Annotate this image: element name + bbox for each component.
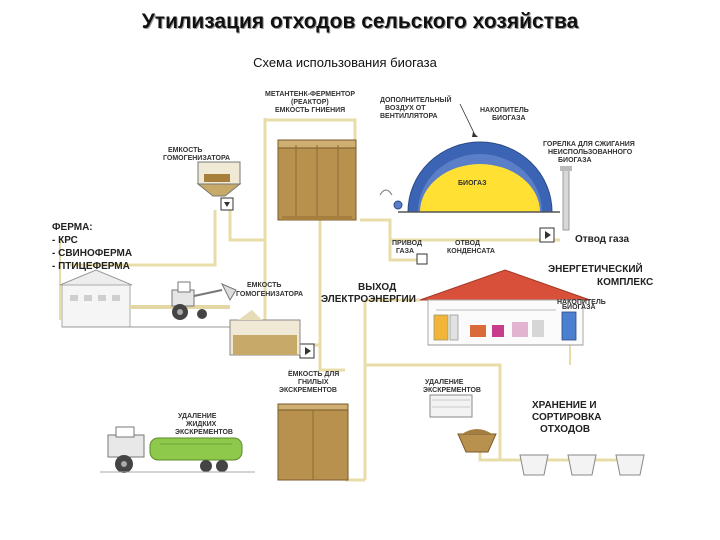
metatank-reactor (277, 139, 357, 221)
liquid-removal-label-2: ЖИДКИХ (185, 421, 217, 428)
excrement-removal-label-2: ЭКСКРЕМЕНТОВ (423, 387, 481, 394)
extra-air-label-2: ВОЗДУХ ОТ (385, 105, 426, 112)
homogenizer-mid-label-1: ЕМКОСТЬ (247, 282, 281, 289)
extra-air-label-3: ВЕНТИЛЛЯТОРА (380, 113, 438, 120)
condensate-label-1: ОТВОД (455, 240, 480, 247)
storage-sorting-label-3: ОТХОДОВ (540, 424, 590, 435)
farm-label-4: - ПТИЦЕФЕРМА (52, 261, 130, 272)
storage-sorting-label-2: СОРТИРОВКА (532, 412, 601, 423)
energy-complex-building (419, 269, 591, 346)
metatank-label-2: (РЕАКТОР) (291, 99, 329, 106)
tractor-loader (171, 281, 237, 320)
biogas-label: БИОГАЗ (458, 180, 487, 187)
rotten-tank-label-3: ЭКСКРЕМЕНТОВ (279, 387, 337, 394)
rotten-excrement-tank (277, 403, 349, 481)
burner-label-2: НЕИСПОЛЬЗОВАННОГО (548, 149, 633, 156)
rotten-tank-label-2: ГНИЛЫХ (298, 379, 329, 386)
metatank-label-3: ЕМКОСТЬ ГНИЕНИЯ (275, 107, 345, 114)
tanker-truck (100, 426, 255, 473)
metatank-label-1: МЕТАНТЕНК-ФЕРМЕНТОР (265, 91, 355, 98)
farm-label-2: - КРС (52, 235, 78, 246)
homogenizer-top-label-2: ГОМОГЕНИЗАТОРА (163, 155, 230, 162)
farm-label-3: - СВИНОФЕРМА (52, 248, 132, 259)
gas-drive-label-1: ПРИВОД (392, 240, 422, 247)
energy-complex-label-2: КОМПЛЕКС (597, 277, 653, 288)
page-title: Утилизация отходов сельского хозяйства (141, 10, 579, 33)
homogenizer-top-label-1: ЕМКОСТЬ (168, 147, 202, 154)
burner-label-3: БИОГАЗА (558, 157, 592, 164)
liquid-removal-label-3: ЭКСКРЕМЕНТОВ (175, 429, 233, 436)
farm-barn (59, 269, 240, 328)
gas-drive-label-2: ГАЗА (396, 248, 414, 255)
rotten-tank-label-1: ЁМКОСТЬ ДЛЯ (288, 370, 339, 378)
gas-outlet-valve (539, 227, 555, 243)
energy-complex-label-1: ЭНЕРГЕТИЧЕСКИЙ (548, 262, 643, 275)
storage-small-label-2: БИОГАЗА (562, 304, 596, 311)
gas-outlet-label: Отвод газа (575, 234, 629, 245)
burner-chimney (560, 166, 572, 231)
condensate-label-2: КОНДЕНСАТА (447, 248, 495, 255)
homogenizer-tank-top (196, 161, 242, 211)
storage-small-label-1: НАКОПИТЕЛЬ (557, 299, 606, 306)
flow-valve-mid (299, 343, 315, 359)
homogenizer-mid-label-2: ГОМОГЕНИЗАТОРА (236, 291, 303, 298)
excrement-removal-label-1: УДАЛЕНИЕ (425, 379, 464, 386)
waste-containers (519, 454, 645, 476)
electricity-out-label-2: ЭЛЕКТРОЭНЕРГИИ (321, 294, 416, 305)
burner-label-1: ГОРЕЛКА ДЛЯ СЖИГАНИЯ (543, 141, 635, 148)
pipe-network (59, 118, 620, 482)
storage-sorting-label-1: ХРАНЕНИЕ И (532, 400, 597, 411)
excrement-removal-unit (429, 394, 497, 453)
homogenizer-tank-mid (229, 310, 301, 356)
extra-air-label-1: ДОПОЛНИТЕЛЬНЫЙ (380, 95, 452, 104)
biogas-storage-dome (379, 103, 560, 213)
page-subtitle: Схема использования биогаза (253, 55, 437, 70)
electricity-out-label-1: ВЫХОД (358, 282, 396, 293)
farm-label-1: ФЕРМА: (52, 222, 93, 233)
gas-storage-label-2: БИОГАЗА (492, 115, 526, 122)
condensate-valve (416, 253, 428, 265)
liquid-removal-label-1: УДАЛЕНИЕ (178, 413, 217, 420)
gas-storage-label-1: НАКОПИТЕЛЬ (480, 107, 529, 114)
